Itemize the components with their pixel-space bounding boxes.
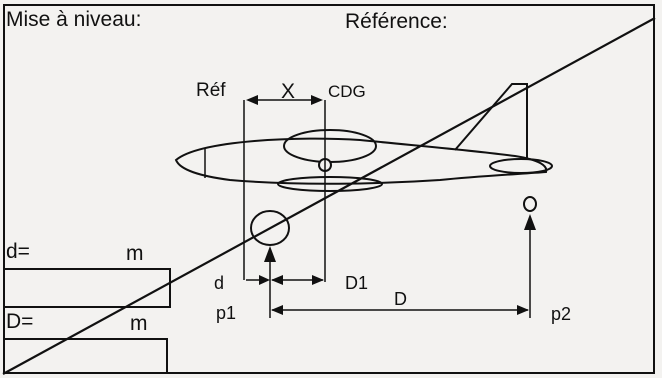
reference-label: Référence:: [345, 10, 448, 33]
p1-label: p1: [216, 303, 237, 323]
small-d-field-label: d=: [6, 240, 30, 263]
fuselage-outline: [174, 137, 548, 185]
d1-arrowhead-right: [312, 275, 324, 285]
ref-label: Réf: [196, 80, 226, 101]
p1-arrowhead: [264, 246, 276, 262]
big-d-arrowhead-right: [517, 305, 529, 315]
small-d-input-box[interactable]: [3, 268, 171, 308]
tail-wheel: [523, 196, 537, 212]
mise-a-niveau-label: Mise à niveau:: [6, 8, 142, 31]
cdg-label: CDG: [328, 82, 366, 101]
big-d-arrowhead-left: [271, 305, 283, 315]
x-arrowhead-right: [311, 95, 323, 105]
small-d-unit: m: [126, 242, 144, 265]
big-d-label: D: [394, 289, 407, 309]
form-frame: [3, 4, 655, 374]
p2-arrowhead: [524, 214, 536, 230]
main-wheel: [250, 210, 290, 246]
d-label: d: [214, 273, 225, 293]
big-d-field-label: D=: [6, 310, 34, 333]
x-label: X: [281, 80, 296, 103]
p2-label: p2: [551, 304, 572, 324]
big-d-input-box[interactable]: [3, 338, 168, 374]
tail-plane-shape: [489, 158, 553, 174]
d1-label: D1: [345, 273, 369, 293]
big-d-unit: m: [130, 312, 148, 335]
vertical-fin: [454, 83, 528, 160]
lower-wing-shape: [277, 176, 383, 192]
x-arrowhead-left: [246, 95, 258, 105]
d1-arrowhead-left: [271, 275, 283, 285]
d-arrowhead: [259, 275, 270, 285]
